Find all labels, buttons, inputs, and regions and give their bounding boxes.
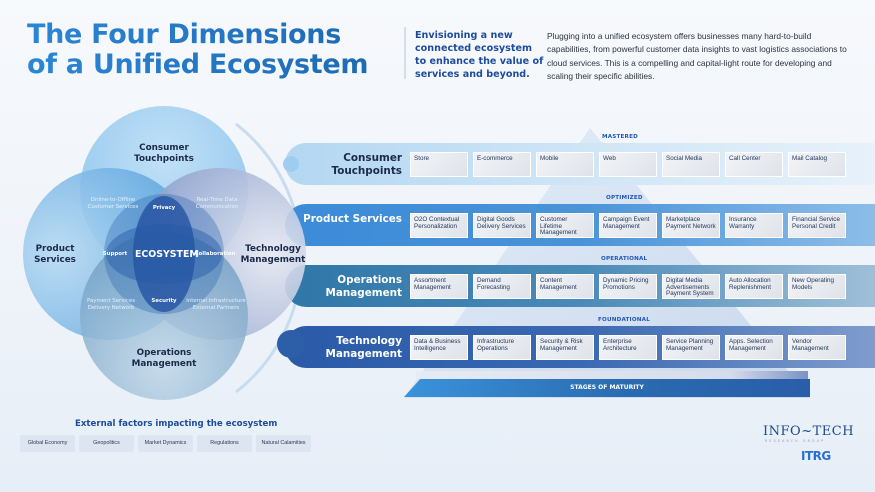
external-factor-chip: Geopolitics xyxy=(79,435,134,452)
stage-optimized: OPTIMIZED xyxy=(606,195,643,201)
capability-cell: Financial Service Personal Credit xyxy=(788,213,846,238)
overlap-internal-infrastructure: Internal Infrastructure External Partner… xyxy=(186,298,246,311)
capability-cell: Apps. Selection Management xyxy=(725,335,783,360)
capability-cell: Call Center xyxy=(725,152,783,177)
venn-label-operations: Operations Management xyxy=(131,348,197,369)
overlap-collaboration: Collaboration xyxy=(194,251,236,257)
capability-cell: Store xyxy=(410,152,468,177)
pyramid-base-top xyxy=(416,371,808,379)
overlap-privacy: Privacy xyxy=(152,205,176,211)
external-factor-chip: Regulations xyxy=(197,435,252,452)
divider xyxy=(404,27,406,79)
capability-cell: Infrastructure Operations xyxy=(473,335,531,360)
capability-cell: Campaign Event Management xyxy=(599,213,657,238)
external-factor-chip: Natural Calamities xyxy=(256,435,311,452)
overlap-online-offline: Online-to-Offline Customer Services xyxy=(87,197,139,210)
center-lens-horizontal xyxy=(106,224,222,284)
capability-cell: Mobile xyxy=(536,152,594,177)
capability-cell: Social Media xyxy=(662,152,720,177)
venn-label-consumer: Consumer Touchpoints xyxy=(134,143,194,164)
stage-foundational: FOUNDATIONAL xyxy=(598,317,650,323)
stages-of-maturity-label: STAGES OF MATURITY xyxy=(570,384,644,391)
overlap-support: Support xyxy=(102,251,128,257)
row-label-consumer: Consumer Touchpoints xyxy=(331,152,403,177)
capability-cell: O2O Contextual Personalization xyxy=(410,213,468,238)
capability-cell: New Operating Models xyxy=(788,274,846,299)
capability-cell: Digital Media Advertisements Payment Sys… xyxy=(662,274,720,299)
venn-label-product: Product Services xyxy=(34,244,76,265)
capability-cell: Customer Lifetime Management xyxy=(536,213,594,238)
info-tech-logo: INFO~TECH xyxy=(763,424,855,439)
capability-cell: Enterprise Architecture xyxy=(599,335,657,360)
overlap-payment-services: Payment Services Delivery Network xyxy=(86,298,136,311)
center-lens-vertical xyxy=(133,196,195,312)
stage-mastered: MASTERED xyxy=(602,134,638,140)
capability-cell: Data & Business Intelligence xyxy=(410,335,468,360)
decorative-dot xyxy=(283,156,299,172)
stage-operational: OPERATIONAL xyxy=(601,256,648,262)
capability-cell: E-commerce xyxy=(473,152,531,177)
capability-cell: Service Planning Management xyxy=(662,335,720,360)
external-factors-title: External factors impacting the ecosystem xyxy=(75,419,278,429)
capability-cell: Assortment Management xyxy=(410,274,468,299)
tagline: Envisioning a new connected ecosystem to… xyxy=(415,30,544,80)
capability-cell: Demand Forecasting xyxy=(473,274,531,299)
decorative-dot xyxy=(277,330,305,358)
ecosystem-center: ECOSYSTEM xyxy=(135,249,199,260)
stages-of-maturity-bar: STAGES OF MATURITY xyxy=(404,379,810,397)
external-factor-chip: Global Economy xyxy=(20,435,75,452)
capability-cell: Marketplace Payment Network xyxy=(662,213,720,238)
row-label-product: Product Services xyxy=(303,213,402,225)
itrg-logo: ITRG xyxy=(801,449,831,463)
overlap-realtime-data: Real-Time Data Communication xyxy=(195,197,239,210)
venn-label-technology: Technology Management xyxy=(240,244,306,265)
capability-cell: Dynamic Pricing Promotions xyxy=(599,274,657,299)
intro-text: Plugging into a unified ecosystem offers… xyxy=(547,31,847,81)
external-factor-chip: Market Dynamics xyxy=(138,435,193,452)
capability-cell: Auto Allocation Replenishment xyxy=(725,274,783,299)
capability-cell: Digital Goods Delivery Services xyxy=(473,213,531,238)
capability-cell: Insurance Warranty xyxy=(725,213,783,238)
info-tech-logo-subtitle: RESEARCH GROUP xyxy=(765,439,826,443)
capability-cell: Web xyxy=(599,152,657,177)
capability-cell: Mail Catalog xyxy=(788,152,846,177)
row-label-operations: Operations Management xyxy=(325,274,402,299)
row-label-technology: Technology Management xyxy=(325,335,402,360)
capability-cell: Security & Risk Management xyxy=(536,335,594,360)
capability-cell: Vendor Management xyxy=(788,335,846,360)
circle-operations-management xyxy=(80,232,248,400)
capability-cell: Content Management xyxy=(536,274,594,299)
overlap-security: Security xyxy=(151,298,177,304)
